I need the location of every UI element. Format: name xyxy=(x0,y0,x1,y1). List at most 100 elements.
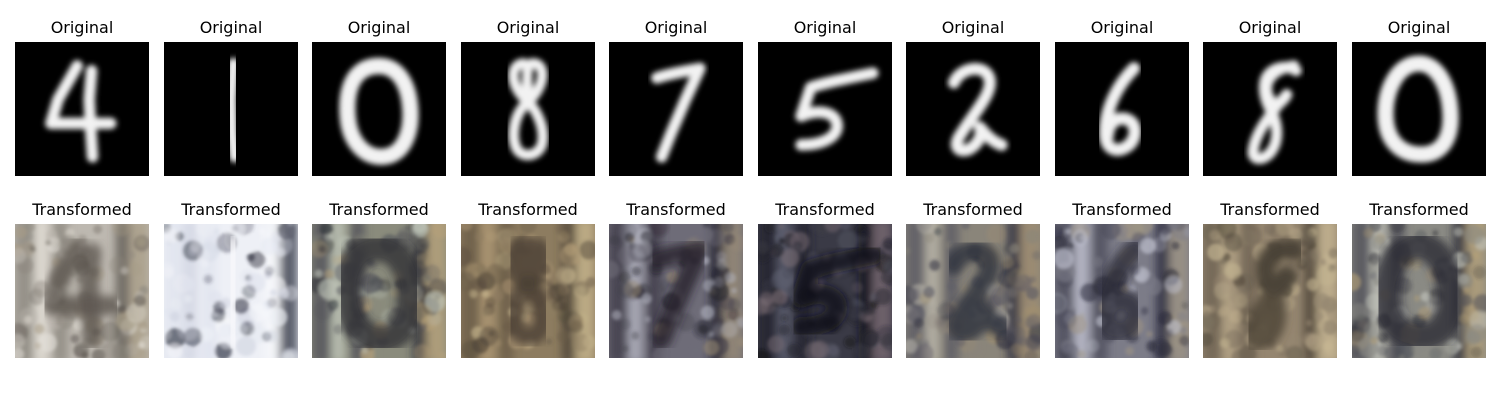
noise-blob xyxy=(551,299,564,312)
noise-blob xyxy=(730,287,738,294)
digit-stroke xyxy=(947,62,1008,157)
noise-blob xyxy=(676,312,695,332)
noise-blob xyxy=(545,338,553,345)
noise-blob xyxy=(649,224,669,237)
noise-blob xyxy=(916,332,923,339)
noise-blob xyxy=(1316,265,1337,286)
noise-blob xyxy=(690,344,702,356)
noise-blob xyxy=(1328,248,1337,259)
noise-blob xyxy=(1286,345,1304,358)
noise-blob xyxy=(1219,338,1230,349)
noise-blob xyxy=(1224,263,1242,280)
noise-blob xyxy=(907,304,925,322)
digit-imprint xyxy=(1243,238,1306,350)
noise-blob xyxy=(916,224,936,234)
noise-blob xyxy=(549,283,568,302)
noise-blob xyxy=(34,323,45,335)
noise-blob xyxy=(1228,284,1249,305)
noise-blob xyxy=(431,224,446,239)
digit-imprint xyxy=(1371,231,1465,351)
mnist-digit-image xyxy=(461,42,595,176)
noise-blob xyxy=(771,269,793,290)
noise-blob xyxy=(609,234,620,246)
noise-blob xyxy=(1319,258,1327,266)
noise-blob xyxy=(184,294,193,303)
noise-blob xyxy=(136,237,146,247)
noise-blob xyxy=(737,337,743,347)
noise-blob xyxy=(1007,326,1027,345)
transformed-panel: Transformed xyxy=(609,200,743,358)
noise-blob xyxy=(574,285,586,298)
noise-blob xyxy=(1007,287,1018,298)
noise-blob xyxy=(1363,228,1374,239)
noise-blob xyxy=(1467,323,1486,343)
noise-blob xyxy=(56,311,75,330)
digit-strokes xyxy=(947,62,1008,157)
noise-blob xyxy=(809,224,816,231)
noise-blob xyxy=(556,331,568,343)
noise-blob xyxy=(418,323,427,332)
transformed-panel: Transformed xyxy=(758,200,892,358)
noise-blob xyxy=(23,315,33,324)
digit-imprint-stroke xyxy=(943,240,1012,343)
noise-blob xyxy=(1071,230,1088,246)
noise-blob xyxy=(965,339,984,358)
noise-blob xyxy=(843,336,856,349)
noise-blob xyxy=(624,232,635,243)
panel-title: Original xyxy=(199,18,263,37)
noise-blob xyxy=(651,347,669,358)
noise-blob xyxy=(1082,224,1092,232)
transformed-panel: Transformed xyxy=(1203,200,1337,358)
noise-blob xyxy=(1171,241,1180,250)
mnist-digit-image xyxy=(906,42,1040,176)
noise-blob xyxy=(1064,313,1076,325)
noise-blob xyxy=(1315,311,1324,321)
mnist-digit-image xyxy=(1203,42,1337,176)
noise-blob xyxy=(519,224,537,234)
digit-stroke xyxy=(1099,62,1142,156)
noise-blob xyxy=(1132,224,1154,235)
noise-blob xyxy=(874,288,892,306)
digit-strokes xyxy=(1099,62,1142,156)
noise-blob xyxy=(271,234,293,256)
noise-blob xyxy=(1313,293,1331,310)
panel-title: Original xyxy=(496,18,560,37)
panel-title: Transformed xyxy=(923,200,1023,219)
original-panel: Original xyxy=(312,18,446,176)
transformed-image xyxy=(1055,224,1189,358)
noise-blob xyxy=(260,224,275,232)
noise-blob xyxy=(860,328,880,348)
noise-blob xyxy=(758,241,770,254)
transformed-image xyxy=(1352,224,1486,358)
digit-imprint xyxy=(333,234,425,353)
noise-blob xyxy=(787,343,801,357)
noise-blob xyxy=(182,277,197,292)
noise-blob xyxy=(93,224,103,234)
noise-blob xyxy=(485,263,507,285)
noise-blob xyxy=(360,273,381,295)
digit-imprint-stroke xyxy=(1243,240,1306,350)
noise-blob xyxy=(15,247,27,264)
noise-blob xyxy=(488,330,495,337)
digit-stroke xyxy=(225,58,241,163)
noise-blob xyxy=(883,259,892,275)
noise-blob xyxy=(265,329,279,343)
noise-blob xyxy=(333,324,344,335)
noise-blob xyxy=(1165,328,1174,337)
noise-blob xyxy=(1207,304,1216,314)
noise-blob xyxy=(1460,251,1474,265)
noise-blob xyxy=(242,236,259,252)
noise-blob xyxy=(767,335,785,353)
noise-blob xyxy=(770,243,785,258)
noise-blob xyxy=(1176,312,1187,322)
noise-blob xyxy=(481,308,490,317)
digit-imprint-stroke xyxy=(647,240,710,349)
mnist-digit-image xyxy=(1352,42,1486,176)
noise-blob xyxy=(556,265,577,286)
noise-blob xyxy=(475,263,487,274)
noise-blob xyxy=(1239,228,1257,246)
noise-blob xyxy=(164,262,174,276)
noise-blob xyxy=(314,269,323,278)
